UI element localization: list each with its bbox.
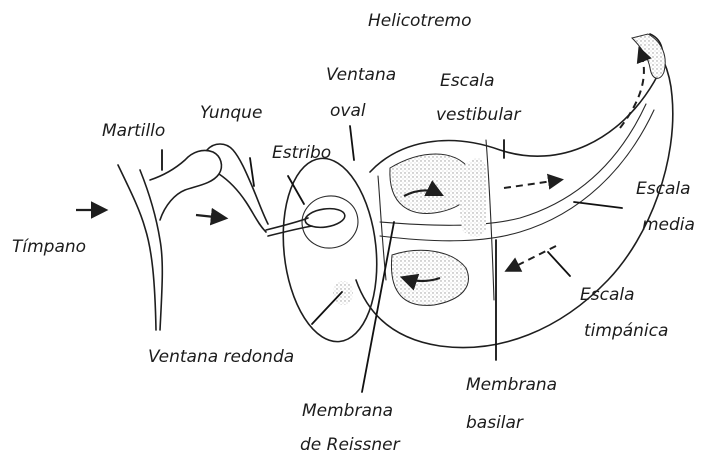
leader-escala-media	[574, 202, 622, 208]
label-helicotremo: Helicotremo	[368, 11, 472, 31]
label-escala-timpanica-line2: timpánica	[584, 321, 668, 341]
tympanic-membrane	[118, 165, 162, 330]
helicotrema-shading	[632, 34, 665, 78]
leader-ventana-oval	[350, 126, 354, 160]
label-yunque: Yunque	[200, 103, 262, 123]
label-timpano: Tímpano	[12, 237, 86, 257]
label-membrana-basilar-line2: basilar	[466, 413, 524, 433]
flow-arrow-tympanic-dashed	[508, 246, 556, 270]
label-ventana-oval-line2: oval	[330, 101, 366, 121]
leader-escala-timpanica	[548, 252, 570, 276]
label-membrana-basilar-line1: Membrana	[466, 375, 557, 395]
label-escala-media-line2: media	[642, 215, 695, 235]
label-martillo: Martillo	[102, 121, 165, 141]
label-escala-timpanica-line1: Escala	[580, 285, 635, 305]
round-window-shading	[333, 281, 353, 305]
label-membrana-reissner-line2: de Reissner	[300, 435, 401, 455]
leader-ventana-redonda	[312, 292, 342, 324]
malleus	[150, 150, 221, 220]
label-ventana-redonda: Ventana redonda	[148, 347, 294, 367]
stapes	[266, 206, 346, 236]
sound-arrow-middle	[196, 215, 224, 218]
label-escala-vestibular-line1: Escala	[440, 71, 495, 91]
label-estribo: Estribo	[272, 143, 331, 163]
flow-arrow-vestibular-dashed	[504, 180, 560, 188]
label-membrana-reissner-line1: Membrana	[302, 401, 393, 421]
leader-membrana-reissner	[362, 222, 394, 392]
label-escala-vestibular-line2: vestibular	[436, 105, 521, 125]
incus	[207, 144, 268, 232]
label-ventana-oval-line1: Ventana	[326, 65, 396, 85]
label-escala-media-line1: Escala	[636, 179, 691, 199]
